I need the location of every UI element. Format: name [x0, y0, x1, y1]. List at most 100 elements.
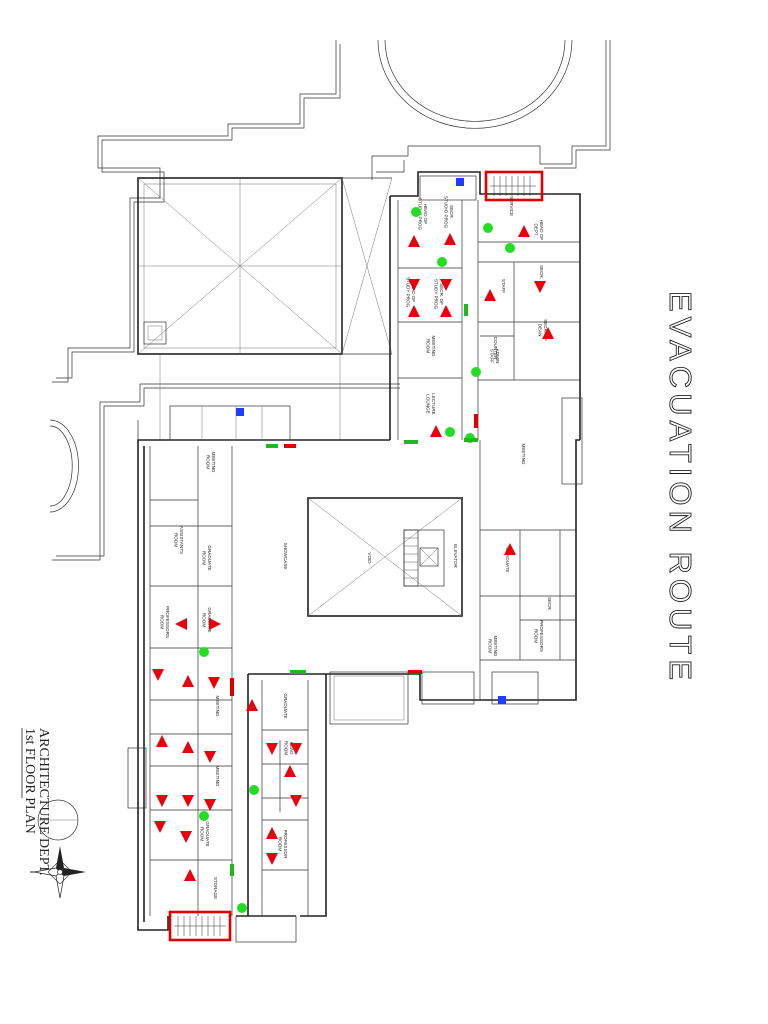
interior-walls: [149, 175, 580, 916]
evacuation-arrow-icon: [266, 827, 278, 839]
exit-marker: [464, 438, 478, 442]
exit-marker: [408, 670, 422, 674]
evacuation-arrow-icon: [184, 869, 196, 881]
evacuation-arrow-icon: [209, 618, 221, 630]
assembly-point-icon: [483, 223, 493, 233]
evacuation-arrow-icon: [152, 669, 164, 681]
room-label-secr-east: SECR.: [547, 597, 552, 611]
exit-marker: [230, 864, 234, 876]
assembly-point-icon: [437, 257, 447, 267]
exit-marker: [464, 304, 468, 316]
room-label-head-dept: HEAD OFDEPT.: [534, 220, 544, 241]
room-label-graduate-east: GRADUATE: [505, 547, 510, 572]
evacuation-arrow-icon: [408, 305, 420, 317]
evacuation-arrow-icon: [440, 279, 452, 291]
plan-caption-line-2: 1st FLOOR PLAN: [22, 728, 37, 834]
evacuation-arrow-icon: [154, 821, 166, 833]
room-label-meeting-room-north: MEETINGROOM: [426, 336, 436, 357]
exit-marker: [266, 444, 278, 448]
plan-caption-line-1: ARCHITECTURE DEPT.: [36, 728, 51, 876]
north-courtyard-arc: [377, 39, 573, 129]
evacuation-arrow-icon: [408, 235, 420, 247]
room-label-meeting-room-west: MEETINGROOM: [206, 452, 216, 473]
evacuation-arrow-icon: [156, 795, 168, 807]
room-label-admin-staff: ADMINSTAFF: [490, 349, 500, 364]
stair-central: [403, 529, 419, 587]
exit-markers: [230, 304, 478, 876]
room-label-professor-wing: PROFESSORROOM: [278, 830, 288, 860]
evacuation-arrow-icon: [156, 735, 168, 747]
room-label-head-study-prog: HEAD OFSTUDY PROG: [406, 277, 416, 308]
room-label-professors-room-east: PROFESSORSROOM: [534, 620, 544, 652]
fire-extinguishers: [236, 178, 506, 704]
assembly-point-icon: [411, 207, 421, 217]
room-label-meeting-south-1: MEETING: [215, 696, 220, 717]
evacuation-arrow-icon: [430, 425, 442, 437]
evacuation-arrow-icon: [182, 675, 194, 687]
building-outline: [127, 171, 583, 943]
room-label-professors-room-west: PROFESSORSROOM: [160, 606, 170, 638]
assembly-point-icon: [445, 427, 455, 437]
stair-north: [484, 170, 544, 202]
room-label-graduate-room-1: GRADUATEROOM: [202, 545, 212, 570]
evacuation-arrow-icon: [246, 699, 258, 711]
assembly-point-icon: [199, 811, 209, 821]
room-label-meeting-room-east: MEETINGROOM: [488, 636, 498, 657]
fire-extinguisher-icon: [456, 178, 464, 186]
exit-marker: [230, 678, 234, 696]
room-label-staff: STAFF: [501, 279, 506, 293]
fire-extinguisher-icon: [498, 696, 506, 704]
stair-south: [168, 910, 232, 942]
room-label-lecture-lounge: LECTURELOUNGE: [426, 393, 436, 414]
evacuation-route-title: EVACUATION ROUTE: [663, 291, 698, 685]
evacuation-arrow-icon: [204, 799, 216, 811]
evacuation-arrow-icon: [204, 751, 216, 763]
room-label-meeting-east: MEETING: [521, 444, 526, 465]
evacuation-arrow-icon: [180, 831, 192, 843]
room-label-void: VOID: [367, 552, 372, 564]
room-label-showcase: SHOWCASE: [283, 543, 288, 570]
exit-marker: [290, 670, 306, 674]
evacuation-arrow-icon: [290, 743, 302, 755]
room-label-graduate-wing: GRADUATE: [283, 693, 288, 718]
compass-rose-icon: [30, 846, 86, 899]
room-label-counter: COUNTER: [493, 337, 498, 360]
evacuation-arrow-icon: [518, 225, 530, 237]
exit-marker: [404, 440, 418, 444]
evacuation-arrow-icon: [504, 543, 516, 555]
exit-marker: [474, 414, 478, 428]
room-label-secr-studio-prog: SECR.STUDIO PROG: [444, 196, 454, 229]
site-boundary: [52, 40, 611, 561]
room-label-secr-study-prog: SECR. OFSTUDY PROG: [434, 279, 444, 310]
evacuation-arrow-icon: [534, 281, 546, 293]
evacuation-arrow-icon: [182, 741, 194, 753]
room-label-head-room-wing: HEADROOM: [284, 741, 294, 755]
evacuation-arrows: [152, 225, 554, 881]
roof-structure: [137, 177, 393, 440]
exit-marker: [284, 444, 296, 448]
evacuation-arrow-icon: [440, 305, 452, 317]
plan-caption: ARCHITECTURE DEPT. 1st FLOOR PLAN: [22, 728, 51, 876]
scale-circle-icon: [37, 799, 79, 841]
evacuation-arrow-icon: [266, 743, 278, 755]
evacuation-arrow-icon: [408, 279, 420, 291]
evacuation-arrow-icon: [182, 795, 194, 807]
evacuation-arrow-icon: [444, 233, 456, 245]
evacuation-arrow-icon: [175, 618, 187, 630]
evacuation-arrow-icon: [290, 795, 302, 807]
assembly-points: [199, 207, 515, 913]
room-label-assistants-room: ASSISTANTSROOM: [174, 526, 184, 554]
evacuation-arrow-icon: [484, 289, 496, 301]
room-label-elevator: ELEVATOR: [453, 544, 458, 568]
assembly-point-icon: [471, 367, 481, 377]
room-label-graduate-room-3: GRADUATEROOM: [200, 821, 210, 846]
assembly-point-icon: [237, 903, 247, 913]
evacuation-arrow-icon: [542, 327, 554, 339]
fire-extinguisher-icon: [236, 408, 244, 416]
room-label-secr-of-dean: SECR. OFDEAN: [538, 319, 548, 341]
room-label-meeting-south-2: MEETING: [215, 766, 220, 787]
assembly-point-icon: [249, 785, 259, 795]
room-label-secr-north: SECR.: [539, 265, 544, 279]
